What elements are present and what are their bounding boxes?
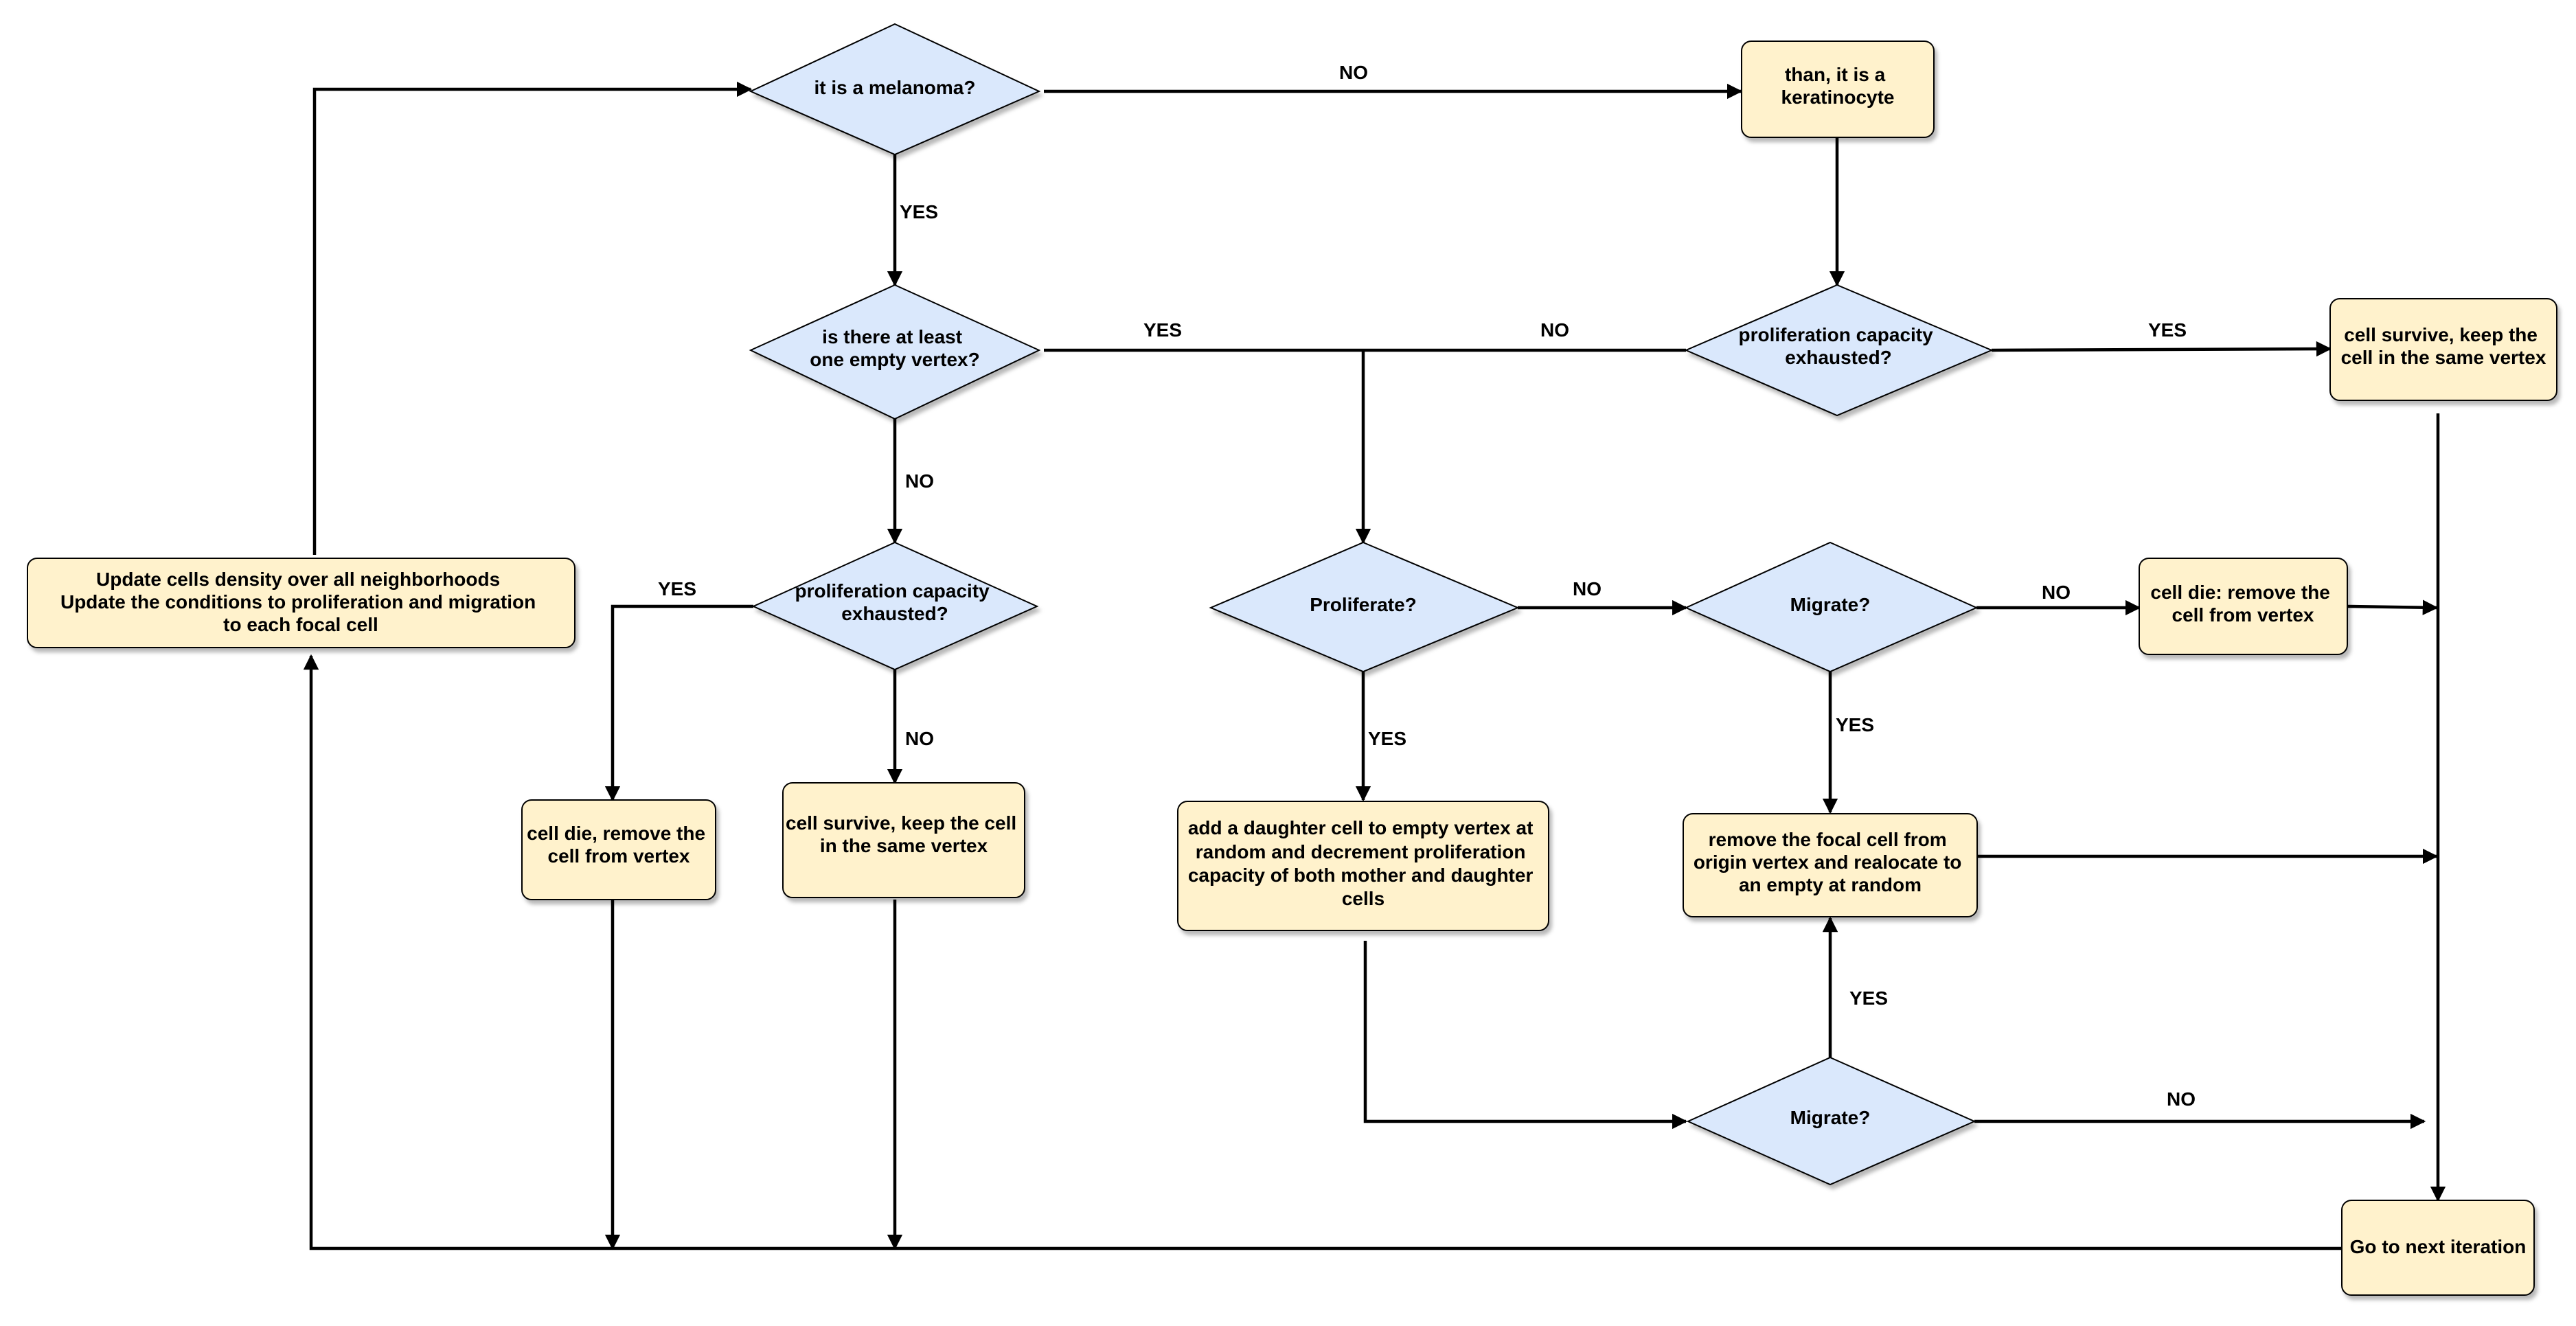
svg-text:proliferation capacity e: proliferation capacity exhausted?	[1739, 324, 1939, 368]
keratinocyte-box	[1741, 41, 1935, 138]
migrate-top-decision	[1684, 541, 1979, 673]
svg-text:Migrate?: Migrate?	[1790, 594, 1871, 615]
relocate-line-1: remove the focal cell from	[1709, 829, 1947, 850]
die-right-line-2: cell from vertex	[2172, 604, 2314, 626]
exhausted-right-line-2: exhausted?	[1785, 347, 1892, 368]
svg-text:add a daughter cell to empty v: add a daughter cell to empty vertex at r…	[1188, 817, 1538, 909]
survive-left-line-1: cell survive, keep the cell	[786, 812, 1016, 834]
survive-right-line-1: cell survive, keep the	[2344, 324, 2538, 345]
empty-vertex-line-2: one empty vertex?	[810, 349, 979, 370]
keratinocyte-line-2: keratinocyte	[1781, 87, 1895, 108]
empty-vertex-decision	[749, 284, 1041, 420]
exhausted-left-line-2: exhausted?	[841, 603, 948, 624]
label-melanoma-no: NO	[1339, 62, 1368, 83]
melanoma-question: it is a melanoma?	[814, 77, 976, 98]
label-melanoma-yes: YES	[900, 201, 938, 222]
add-daughter-box	[1177, 801, 1549, 931]
edge-die-right-to-rail	[2347, 599, 2439, 615]
label-exhausted-left-yes: YES	[658, 578, 696, 599]
die-right-line-1: cell die: remove the	[2150, 582, 2329, 603]
next-iteration-label: Go to next iteration	[2350, 1236, 2527, 1257]
die-left-line-2: cell from vertex	[548, 845, 690, 867]
label-empty-no: NO	[905, 470, 934, 492]
svg-text:Update cells density over all: Update cells density over all neighborho…	[60, 569, 541, 635]
survive-left-line-2: in the same vertex	[820, 835, 988, 856]
edges	[303, 81, 2446, 1250]
add-daughter-line-2: random and decrement proliferation	[1196, 841, 1526, 862]
update-line-1: Update cells density over all neighborho…	[96, 569, 500, 590]
label-migrate-bottom-yes: YES	[1849, 987, 1888, 1009]
survive-right-line-2: cell in the same vertex	[2341, 347, 2546, 368]
label-exhausted-left-no: NO	[905, 728, 934, 749]
svg-text:cell survive, keep the cell: cell survive, keep the cell in the same …	[786, 812, 1022, 856]
label-exhausted-right-no: NO	[1540, 319, 1569, 341]
svg-text:it is a melanoma?: it is a melanoma?	[814, 77, 976, 98]
label-proliferate-yes: YES	[1368, 728, 1406, 749]
label-exhausted-right-yes: YES	[2148, 319, 2187, 341]
label-migrate-bottom-no: NO	[2167, 1088, 2196, 1110]
update-line-2: Update the conditions to proliferation a…	[60, 591, 536, 613]
label-migrate-top-no: NO	[2042, 582, 2071, 603]
edge-exhausted-right-yes-to-survive	[1991, 341, 2332, 357]
migrate-bottom-decision	[1686, 1056, 1976, 1186]
svg-text:cell die: remove the cel: cell die: remove the cell from vertex	[2150, 582, 2335, 626]
edge-labels: NO YES YES NO YES NO YES NO NO YES NO YE…	[658, 62, 2196, 1110]
keratinocyte-line-1: than, it is a	[1785, 64, 1886, 85]
add-daughter-line-1: add a daughter cell to empty vertex at	[1188, 817, 1534, 838]
cell-survive-left-box	[782, 782, 1025, 898]
migrate-bottom-question: Migrate?	[1790, 1107, 1871, 1128]
die-left-line-1: cell die, remove the	[527, 823, 705, 844]
relocate-box	[1683, 813, 1978, 917]
update-conditions-box	[27, 558, 575, 648]
edge-update-to-melanoma	[312, 81, 753, 555]
svg-text:Proliferate?: Proliferate?	[1310, 594, 1417, 615]
svg-text:remove the focal cell from: remove the focal cell from origin vertex…	[1694, 829, 1967, 895]
nodes	[27, 23, 2557, 1296]
edge-add-to-migrate-bottom	[1363, 941, 1688, 1130]
cell-die-right-box	[2139, 558, 2348, 655]
edge-next-iteration-return	[303, 654, 2342, 1250]
add-daughter-line-3: capacity of both mother and daughter	[1188, 865, 1534, 886]
exhausted-left-line-1: proliferation capacity	[795, 580, 990, 602]
svg-text:is there at least one em: is there at least one empty vertex?	[810, 326, 979, 370]
svg-text:cell survive, keep the c: cell survive, keep the cell in the same …	[2341, 324, 2546, 368]
melanoma-decision	[749, 23, 1041, 156]
svg-text:than, it is a keratinocy: than, it is a keratinocyte	[1781, 64, 1895, 108]
relocate-line-2: origin vertex and realocate to	[1694, 851, 1962, 873]
edge-exhausted-left-yes-to-die	[604, 604, 753, 802]
svg-text:Migrate?: Migrate?	[1790, 1107, 1871, 1128]
add-daughter-line-4: cells	[1342, 888, 1384, 909]
svg-text:cell die, remove the cel: cell die, remove the cell from vertex	[527, 823, 711, 867]
migrate-top-question: Migrate?	[1790, 594, 1871, 615]
proliferation-exhausted-right-decision	[1684, 284, 1994, 417]
empty-vertex-line-1: is there at least	[822, 326, 962, 347]
update-line-3: to each focal cell	[223, 614, 378, 635]
svg-text:Go to next iteration: Go to next iteration	[2350, 1236, 2527, 1257]
label-proliferate-no: NO	[1573, 578, 1602, 599]
cell-survive-right-box	[2329, 298, 2557, 401]
node-texts: Update cells density over all neighborho…	[60, 64, 2546, 1257]
proliferation-exhausted-left-decision	[751, 541, 1039, 671]
svg-text:proliferation capacity e: proliferation capacity exhausted?	[795, 580, 995, 624]
label-migrate-top-yes: YES	[1836, 714, 1874, 735]
cell-die-left-box	[521, 799, 716, 900]
relocate-line-3: an empty at random	[1739, 874, 1922, 895]
proliferate-decision	[1209, 541, 1520, 673]
label-empty-yes: YES	[1143, 319, 1182, 341]
next-iteration-box	[2341, 1200, 2535, 1296]
exhausted-right-line-1: proliferation capacity	[1739, 324, 1934, 345]
proliferate-question: Proliferate?	[1310, 594, 1417, 615]
